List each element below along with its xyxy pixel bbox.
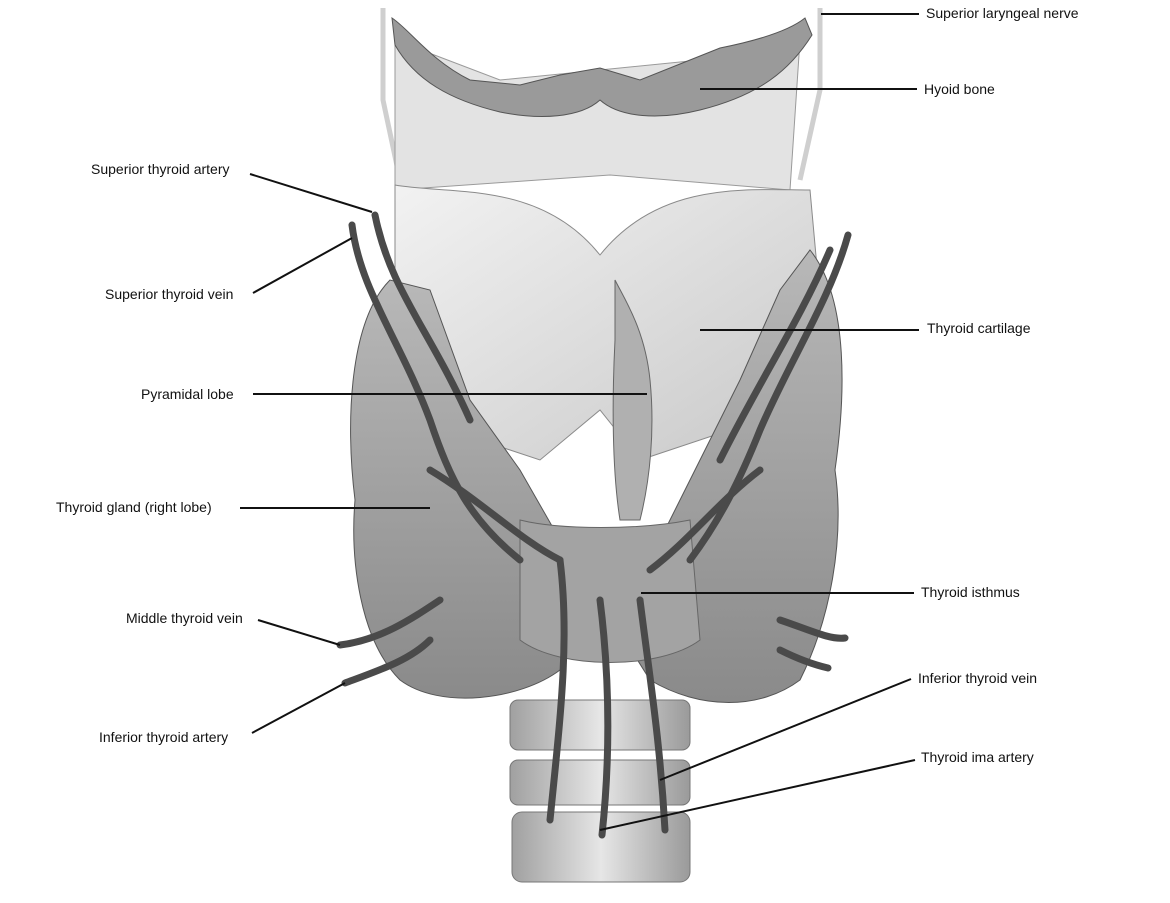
isthmus <box>519 519 701 663</box>
leader-superior-thyroid-artery <box>249 173 373 213</box>
leader-lines <box>240 13 919 831</box>
label-pyramidal-lobe: Pyramidal lobe <box>141 386 234 402</box>
label-thyroid-gland-right-lobe: Thyroid gland (right lobe) <box>56 499 212 515</box>
pyramidal-lobe-shape <box>612 279 653 521</box>
label-superior-thyroid-artery: Superior thyroid artery <box>91 161 230 177</box>
label-hyoid-bone: Hyoid bone <box>924 81 995 97</box>
leader-thyroid-ima-artery <box>599 759 916 831</box>
leader-superior-thyroid-vein <box>252 237 353 294</box>
thyroid-vessels <box>336 211 852 839</box>
leader-inferior-thyroid-vein <box>659 678 912 781</box>
label-superior-laryngeal-nerve: Superior laryngeal nerve <box>926 5 1079 21</box>
label-thyroid-ima-artery: Thyroid ima artery <box>921 749 1034 765</box>
leader-inferior-thyroid-artery <box>251 682 346 734</box>
label-middle-thyroid-vein: Middle thyroid vein <box>126 610 243 626</box>
label-thyroid-cartilage: Thyroid cartilage <box>927 320 1031 336</box>
hyoid-bone <box>391 16 813 117</box>
label-thyroid-isthmus: Thyroid isthmus <box>921 584 1020 600</box>
label-superior-thyroid-vein: Superior thyroid vein <box>105 286 234 302</box>
label-inferior-thyroid-vein: Inferior thyroid vein <box>918 670 1038 686</box>
leader-middle-thyroid-vein <box>257 619 341 646</box>
label-inferior-thyroid-artery: Inferior thyroid artery <box>99 729 229 745</box>
